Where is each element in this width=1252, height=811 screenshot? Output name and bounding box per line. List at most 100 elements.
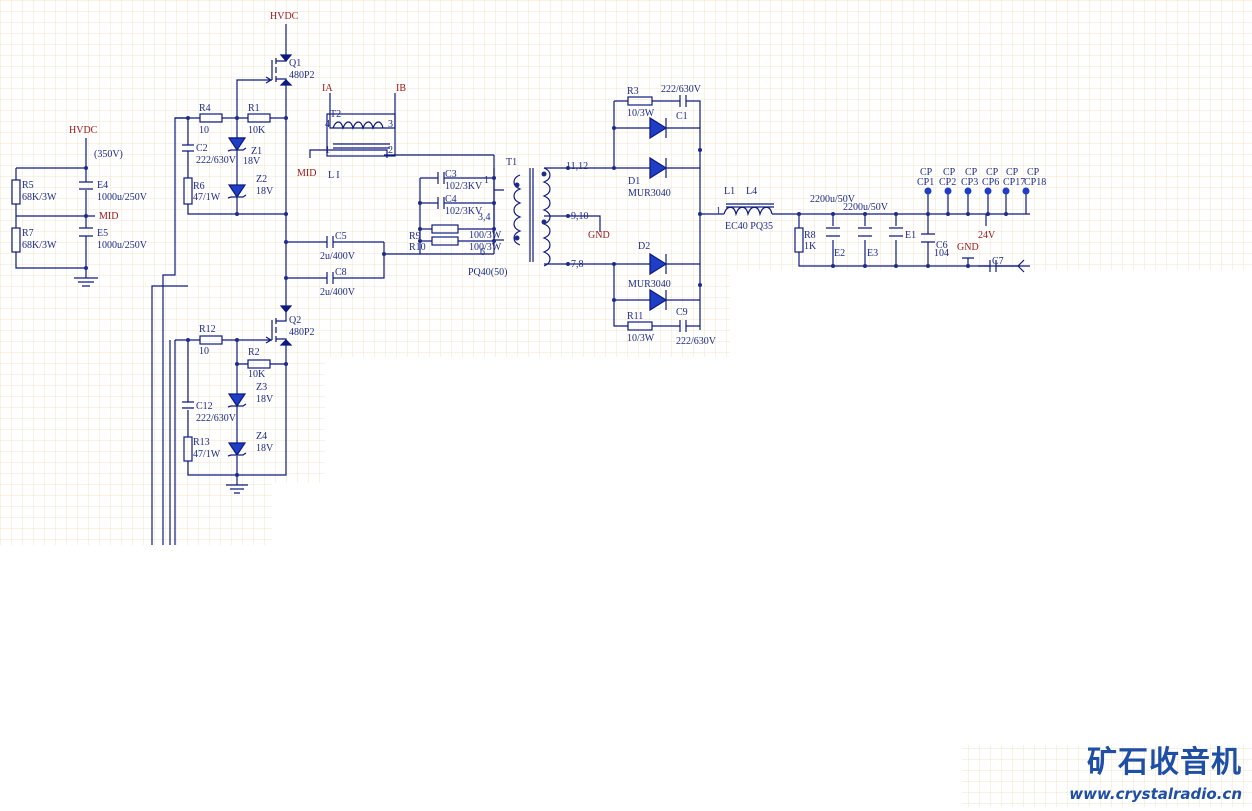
t1-pin-6: 6 (480, 247, 485, 258)
z3-ref: Z3 (256, 382, 268, 393)
c1-value: 222/630V (661, 84, 701, 95)
connector-ref-label: CP1 (917, 177, 935, 188)
r1-ref: R1 (248, 103, 260, 114)
r13-placeholder: 10 (199, 346, 209, 357)
t2-sub: L I (328, 170, 340, 181)
e5-ref: E5 (97, 228, 109, 239)
c5-ref: C5 (335, 231, 347, 242)
t2-pin-1: 1 (325, 145, 330, 156)
c3-value: 102/3KV (445, 181, 483, 192)
d1-value: MUR3040 (628, 188, 671, 199)
d2-value: MUR3040 (628, 279, 671, 290)
net-hvdc-left: HVDC (69, 125, 98, 136)
net-mid-left: MID (99, 211, 119, 222)
connector-net-label: CP (943, 167, 956, 178)
z3-value: 18V (256, 394, 274, 405)
c12-value: 222/630V (196, 413, 236, 424)
t1-pin-910: 9,10 (571, 211, 589, 222)
net-hvdc-top: HVDC (270, 11, 299, 22)
connector-ref-label: CP2 (939, 177, 957, 188)
r11-ref: R11 (627, 311, 644, 322)
connector-net-label: CP (986, 167, 999, 178)
c2-value: 222/630V (196, 155, 236, 166)
t1-pin-1112: 11,12 (566, 161, 589, 172)
connector-net-label: CP (920, 167, 933, 178)
c3-ref: C3 (445, 169, 457, 180)
l1-ref: L1 (724, 186, 736, 197)
connector-ref-label: CP6 (982, 177, 1000, 188)
r5-ref: R5 (22, 180, 34, 191)
d2-ref: D2 (638, 241, 651, 252)
e1-ref: E1 (905, 230, 917, 241)
c6-value: 104 (934, 248, 949, 259)
c9-value: 222/630V (676, 336, 716, 347)
r10-ref: R10 (409, 242, 426, 253)
q2-ref: Q2 (289, 315, 302, 326)
r3-ref: R3 (627, 86, 639, 97)
q1-value: 480P2 (289, 70, 315, 81)
r5-value: 68K/3W (22, 192, 57, 203)
r12-ref: R12 (199, 324, 216, 335)
l4-core-note: EC40 PQ35 (725, 221, 774, 232)
bus-voltage-note: (350V) (94, 149, 123, 160)
c1-ref: C1 (676, 111, 688, 122)
e4-ref: E4 (97, 180, 109, 191)
watermark-logo: 矿石收音机 (1087, 745, 1242, 780)
e5-value: 1000u/250V (97, 240, 147, 251)
net-mid-t2: MID (297, 168, 317, 179)
c4-ref: C4 (445, 194, 457, 205)
q2-value: 480P2 (289, 327, 315, 338)
r11-value: 10/3W (627, 333, 655, 344)
c9-ref: C9 (676, 307, 688, 318)
r1-value: 10K (248, 125, 266, 136)
e4-value: 1000u/250V (97, 192, 147, 203)
c8-ref: C8 (335, 267, 347, 278)
net-ib: IB (396, 83, 406, 94)
t1-ref: T1 (506, 157, 518, 168)
c7-ref: C7 (992, 256, 1004, 267)
t1-core-note: PQ40(50) (468, 267, 508, 278)
r6-ref: R6 (193, 181, 205, 192)
c8-value: 2u/400V (320, 287, 355, 298)
r4-value: 10 (199, 125, 209, 136)
r9-value: 100/3W (469, 230, 502, 241)
r13-value: 47/1W (193, 449, 221, 460)
t2-pin-3: 3 (388, 119, 393, 130)
q1-ref: Q1 (289, 58, 302, 69)
e3-ref: E3 (867, 248, 879, 259)
watermark-url: www.crystalradio.cn (1069, 785, 1242, 803)
r2-ref: R2 (248, 347, 260, 358)
connector-net-label: CP (1027, 167, 1040, 178)
connector-net-label: CP (965, 167, 978, 178)
d1-ref: D1 (628, 176, 641, 187)
r4-ref: R4 (199, 103, 211, 114)
net-gnd-out: GND (957, 242, 979, 253)
e2-value: 2200u/50V (810, 194, 855, 205)
net-gnd-t1: GND (588, 230, 610, 241)
c6-ref: C6 (936, 240, 948, 251)
r13-ref: R13 (193, 437, 210, 448)
t2-pin-4: 4 (325, 119, 330, 130)
t2-ref: T2 (330, 109, 342, 120)
z4-ref: Z4 (256, 431, 268, 442)
l4-ref: L4 (746, 186, 758, 197)
r7-value: 68K/3W (22, 240, 57, 251)
connector-ref-label: CP18 (1024, 177, 1047, 188)
t1-pin-1: 1 (484, 175, 489, 186)
c5-value: 2u/400V (320, 251, 355, 262)
r3-value: 10/3W (627, 108, 655, 119)
t2-pin-2: 2 (388, 145, 393, 156)
connector-ref-label: CP17 (1003, 177, 1026, 188)
e2-ref: E2 (834, 248, 846, 259)
r2-value: 10K (248, 369, 266, 380)
r6-value: 47/1W (193, 192, 221, 203)
connector-ref-label: CP3 (961, 177, 979, 188)
z2-value: 18V (256, 186, 274, 197)
r10-value: 100/3W (469, 242, 502, 253)
r7-ref: R7 (22, 228, 34, 239)
t1-pin-78: 7,8 (571, 259, 584, 270)
r9-ref: R9 (409, 231, 421, 242)
connector-net-label: CP (1006, 167, 1019, 178)
net-ia: IA (322, 83, 333, 94)
